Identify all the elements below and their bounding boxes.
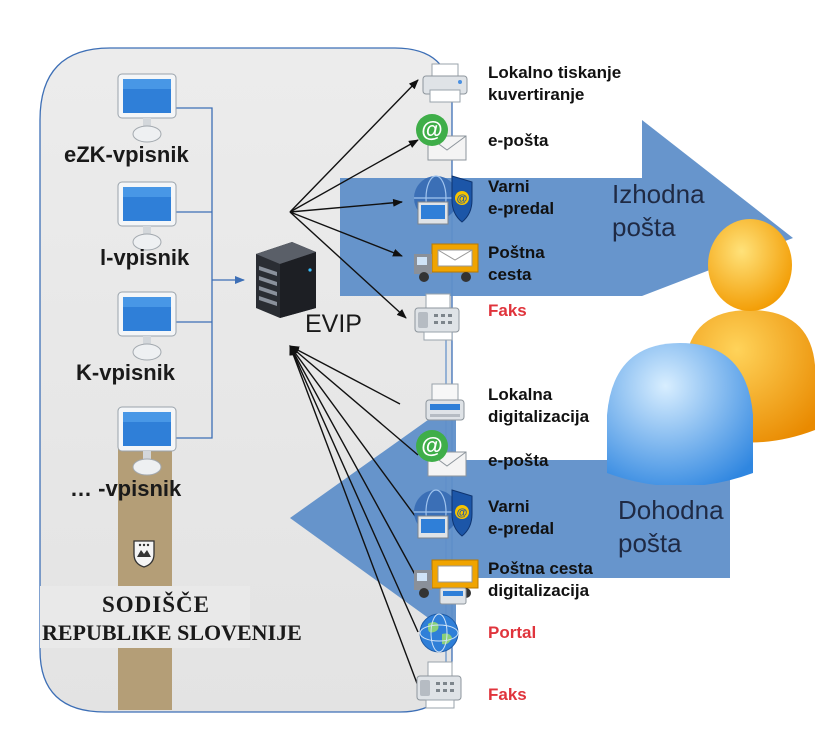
monitor-icon — [117, 73, 177, 143]
email-icon: @ — [416, 430, 467, 477]
channel-item[interactable] — [414, 660, 464, 710]
registry-label: l-vpisnik — [100, 245, 190, 270]
incoming-arrow — [290, 400, 730, 638]
channel-label: Varni e-predal — [488, 497, 555, 538]
registry-item[interactable] — [116, 180, 178, 252]
fax-icon — [416, 661, 462, 709]
monitor-icon — [117, 406, 177, 476]
channel-label: Faks — [488, 685, 527, 704]
channel-label: Faks — [488, 301, 527, 320]
channel-item[interactable] — [412, 556, 484, 608]
svg-text:@: @ — [421, 433, 442, 458]
svg-text:@: @ — [457, 507, 468, 519]
seal-line-1: SODIŠČE — [102, 592, 210, 617]
server-icon[interactable] — [250, 240, 322, 320]
channel-item[interactable] — [412, 292, 462, 342]
seal-line-2: REPUBLIKE SLOVENIJE — [42, 620, 302, 645]
channel-item[interactable]: @ — [410, 484, 480, 546]
channel-item[interactable] — [412, 240, 482, 284]
channel-item[interactable] — [422, 380, 468, 426]
channel-label: Portal — [488, 623, 537, 642]
users-icon — [605, 215, 825, 487]
seal-strip — [118, 448, 172, 710]
registry-item[interactable] — [116, 72, 178, 144]
outgoing-connectors — [289, 79, 419, 319]
registry-label: eZK-vpisnik — [64, 142, 189, 167]
secure-mailbox-icon: @ — [414, 175, 473, 225]
fax-icon — [414, 293, 460, 341]
channel-item[interactable]: @ — [410, 170, 480, 232]
registry-label: … -vpisnik — [70, 476, 182, 501]
registry-connectors — [176, 107, 245, 439]
seal-text-band — [40, 586, 250, 648]
email-icon: @ — [416, 114, 467, 161]
registry-label: K-vpisnik — [76, 360, 176, 385]
svg-text:@: @ — [457, 193, 468, 205]
mail-truck-icon — [414, 243, 479, 282]
monitor-icon — [117, 181, 177, 251]
globe-icon — [419, 613, 459, 653]
channel-item[interactable]: @ — [414, 428, 470, 480]
monitor-icon — [117, 291, 177, 361]
channel-item[interactable] — [420, 62, 470, 106]
channel-item[interactable]: @ — [414, 112, 470, 164]
server-label: EVIP — [305, 310, 362, 338]
scanner-icon — [425, 383, 465, 421]
mail-truck-scanner-icon — [414, 559, 479, 605]
channel-label: Varni e-predal — [488, 177, 555, 218]
channel-label: e-pošta — [488, 451, 549, 470]
printer-icon — [422, 63, 468, 103]
channel-item[interactable] — [418, 612, 460, 654]
svg-text:@: @ — [421, 117, 442, 142]
registry-item[interactable] — [116, 290, 178, 362]
incoming-connectors — [289, 345, 419, 687]
channel-label: e-pošta — [488, 131, 549, 150]
registry-item[interactable] — [116, 405, 178, 477]
coat-of-arms-icon — [133, 540, 155, 568]
secure-mailbox-icon: @ — [414, 489, 473, 539]
